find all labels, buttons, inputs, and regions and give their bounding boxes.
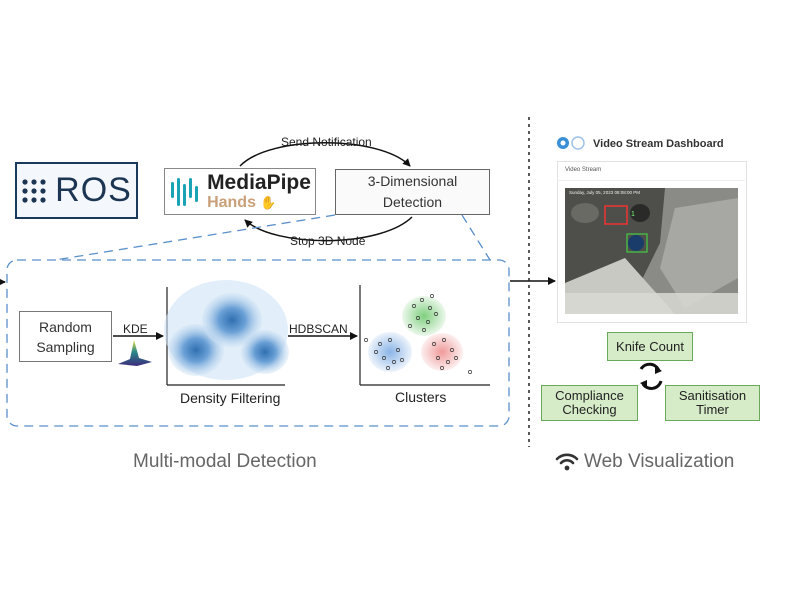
mediapipe-title: MediaPipe bbox=[207, 170, 311, 194]
ros-logo-box: ROS bbox=[15, 162, 138, 219]
dashboard-title: Video Stream Dashboard bbox=[593, 138, 724, 150]
detection-frame bbox=[6, 259, 510, 427]
zoom-line-left bbox=[54, 214, 336, 261]
send-notification-arrow bbox=[239, 142, 411, 167]
sanitisation-timer-box: Sanitisation Timer bbox=[665, 385, 760, 421]
dashboard-logo-icon bbox=[557, 136, 585, 150]
hdbscan-label: HDBSCAN bbox=[289, 322, 348, 336]
video-stream-label: Video Stream bbox=[565, 167, 602, 173]
zoom-line-right bbox=[461, 214, 491, 261]
stop-3d-node-label: Stop 3D Node bbox=[290, 234, 366, 248]
mediapipe-bars-icon bbox=[171, 177, 199, 206]
video-timestamp: Sunday, July 05, 2023 08:08:00 PM bbox=[569, 190, 640, 195]
send-notification-label: Send Notification bbox=[281, 135, 372, 149]
compliance-line1: Compliance bbox=[555, 388, 624, 403]
hand-icon: ✋ bbox=[260, 194, 277, 210]
compliance-checking-box: Compliance Checking bbox=[541, 385, 638, 421]
density-filtering-caption: Density Filtering bbox=[180, 390, 281, 406]
density-plot bbox=[164, 280, 289, 380]
sanitisation-line1: Sanitisation bbox=[678, 388, 747, 403]
3d-detection-line2: Detection bbox=[382, 194, 443, 210]
stop-3d-node-arrow bbox=[244, 216, 413, 242]
random-sampling-box: Random Sampling bbox=[19, 311, 112, 362]
kde-surface-icon bbox=[118, 340, 152, 366]
video-scene: 1 Sunday, July 05, 2023 08:08:00 PM bbox=[565, 188, 738, 314]
3d-detection-box: 3-Dimensional Detection bbox=[335, 169, 490, 215]
clusters-caption: Clusters bbox=[395, 389, 447, 405]
ros-dots-icon bbox=[22, 178, 46, 203]
kde-label: KDE bbox=[123, 322, 148, 336]
clusters-plot bbox=[364, 294, 472, 374]
panel-divider bbox=[557, 180, 745, 181]
wifi-icon bbox=[555, 453, 579, 471]
sanitisation-line2: Timer bbox=[696, 402, 729, 417]
mediapipe-subtitle: Hands ✋ bbox=[207, 193, 277, 211]
video-frame: 1 Sunday, July 05, 2023 08:08:00 PM bbox=[565, 188, 738, 314]
random-sampling-line1: Random bbox=[39, 318, 92, 335]
multimodal-detection-label: Multi-modal Detection bbox=[133, 451, 317, 472]
compliance-line2: Checking bbox=[562, 402, 617, 417]
random-sampling-line2: Sampling bbox=[36, 338, 95, 355]
web-visualization-label: Web Visualization bbox=[555, 451, 734, 473]
mediapipe-logo-box: MediaPipe Hands ✋ bbox=[164, 168, 316, 215]
knife-count-box: Knife Count bbox=[607, 332, 693, 361]
ros-label: ROS bbox=[55, 171, 132, 209]
3d-detection-line1: 3-Dimensional bbox=[367, 173, 458, 189]
detection-box-label: 1 bbox=[631, 211, 635, 218]
